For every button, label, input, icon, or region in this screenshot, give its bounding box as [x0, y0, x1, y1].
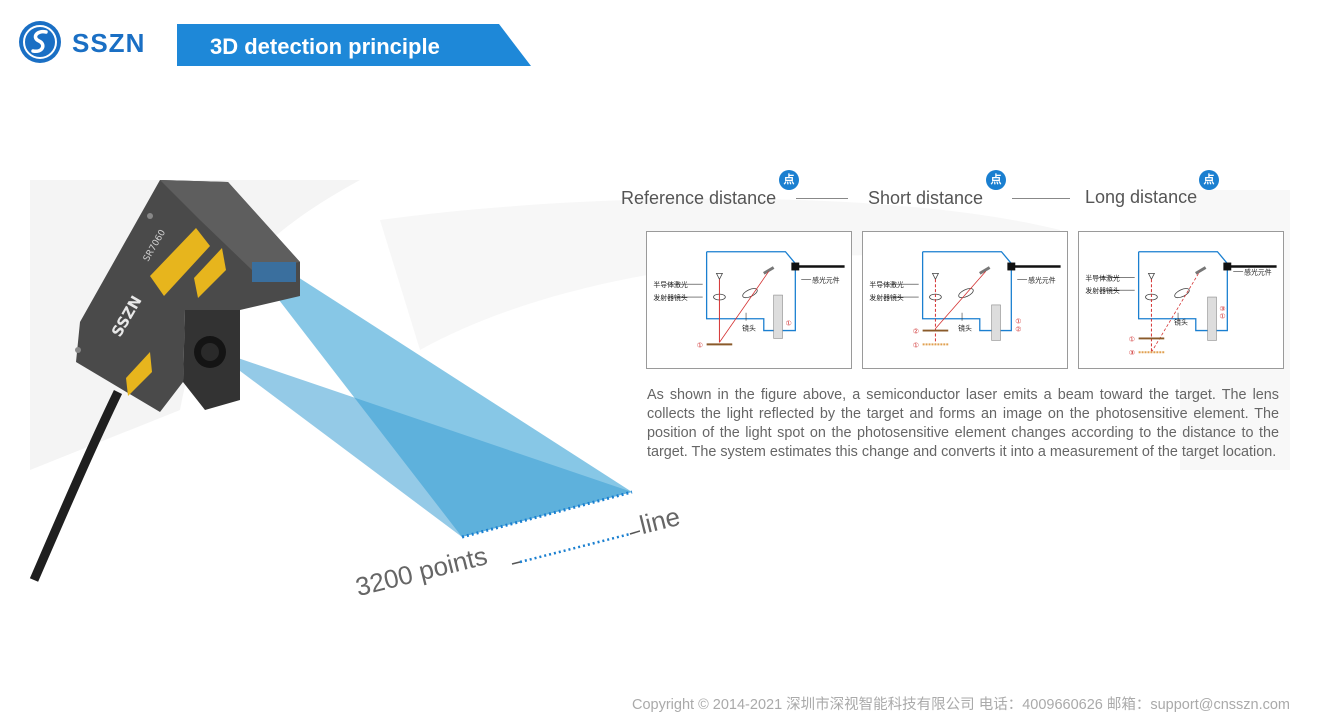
panel3-marker-1b: ① — [1219, 313, 1225, 321]
panel2-marker-2: ② — [913, 328, 919, 336]
panel1-lens-label: 镜头 — [742, 324, 756, 333]
footer-copyright: Copyright © 2014-2021 深圳市深视智能科技有限公司 电话：4… — [632, 697, 1290, 713]
panel3-laser-label: 半导体激光 — [1085, 273, 1120, 282]
panel2-marker-2b: ② — [1015, 326, 1021, 334]
laser-scanner-illustration: SR7060 SSZN — [29, 180, 640, 582]
panel1-marker-1b: ① — [785, 320, 791, 328]
panel2-photosensitive-label: 感光元件 — [1028, 275, 1056, 284]
panel3-emitter-label: 发射器镜头 — [1085, 286, 1120, 295]
stage-label-long: Long distance — [1085, 187, 1198, 207]
panel2-marker-1b: ① — [1015, 318, 1021, 326]
stage-label-reference: Reference distance — [621, 188, 777, 208]
panel1-laser-label: 半导体激光 — [653, 280, 688, 289]
stage-label-short: Short distance — [868, 188, 984, 208]
points-line — [519, 532, 631, 564]
panel1-marker-1: ① — [697, 341, 703, 349]
badge-long: 点 — [1199, 170, 1219, 190]
panel3-photosensitive-label: 感光元件 — [1244, 267, 1272, 276]
panel2-emitter-label: 发射器镜头 — [869, 293, 904, 302]
scan-line — [461, 490, 633, 539]
stage-divider-1 — [796, 198, 848, 199]
panel3-marker-3: ③ — [1129, 349, 1135, 357]
stage-divider-2 — [1012, 198, 1070, 199]
panel3-lens-label: 镜头 — [1174, 318, 1188, 327]
diagram-panel-reference: 半导体激光 发射器镜头 感光元件 镜头 ① ① — [646, 231, 852, 369]
panel1-photosensitive-label: 感光元件 — [812, 275, 840, 284]
sszn-logo-icon — [19, 21, 61, 63]
panel2-lens-label: 镜头 — [958, 324, 972, 333]
page-title: 3D detection principle — [210, 34, 440, 59]
diagram-panel-long: 半导体激光 发射器镜头 感光元件 镜头 ① ③ ③ ① — [1078, 231, 1284, 369]
reflection-beam — [212, 350, 632, 537]
panel1-emitter-label: 发射器镜头 — [653, 293, 688, 302]
diagram-panel-short: 半导体激光 发射器镜头 感光元件 镜头 ② ① ① ② — [862, 231, 1068, 369]
brand-name: SSZN — [72, 28, 146, 58]
badge-reference: 点 — [779, 170, 799, 190]
panel3-marker-3b: ③ — [1219, 305, 1225, 313]
panel3-marker-1: ① — [1129, 335, 1135, 343]
panel2-marker-1: ① — [913, 341, 919, 349]
principle-description: As shown in the figure above, a semicond… — [647, 387, 1279, 460]
panel2-laser-label: 半导体激光 — [869, 280, 904, 289]
badge-short: 点 — [986, 170, 1006, 190]
title-banner — [177, 24, 531, 66]
